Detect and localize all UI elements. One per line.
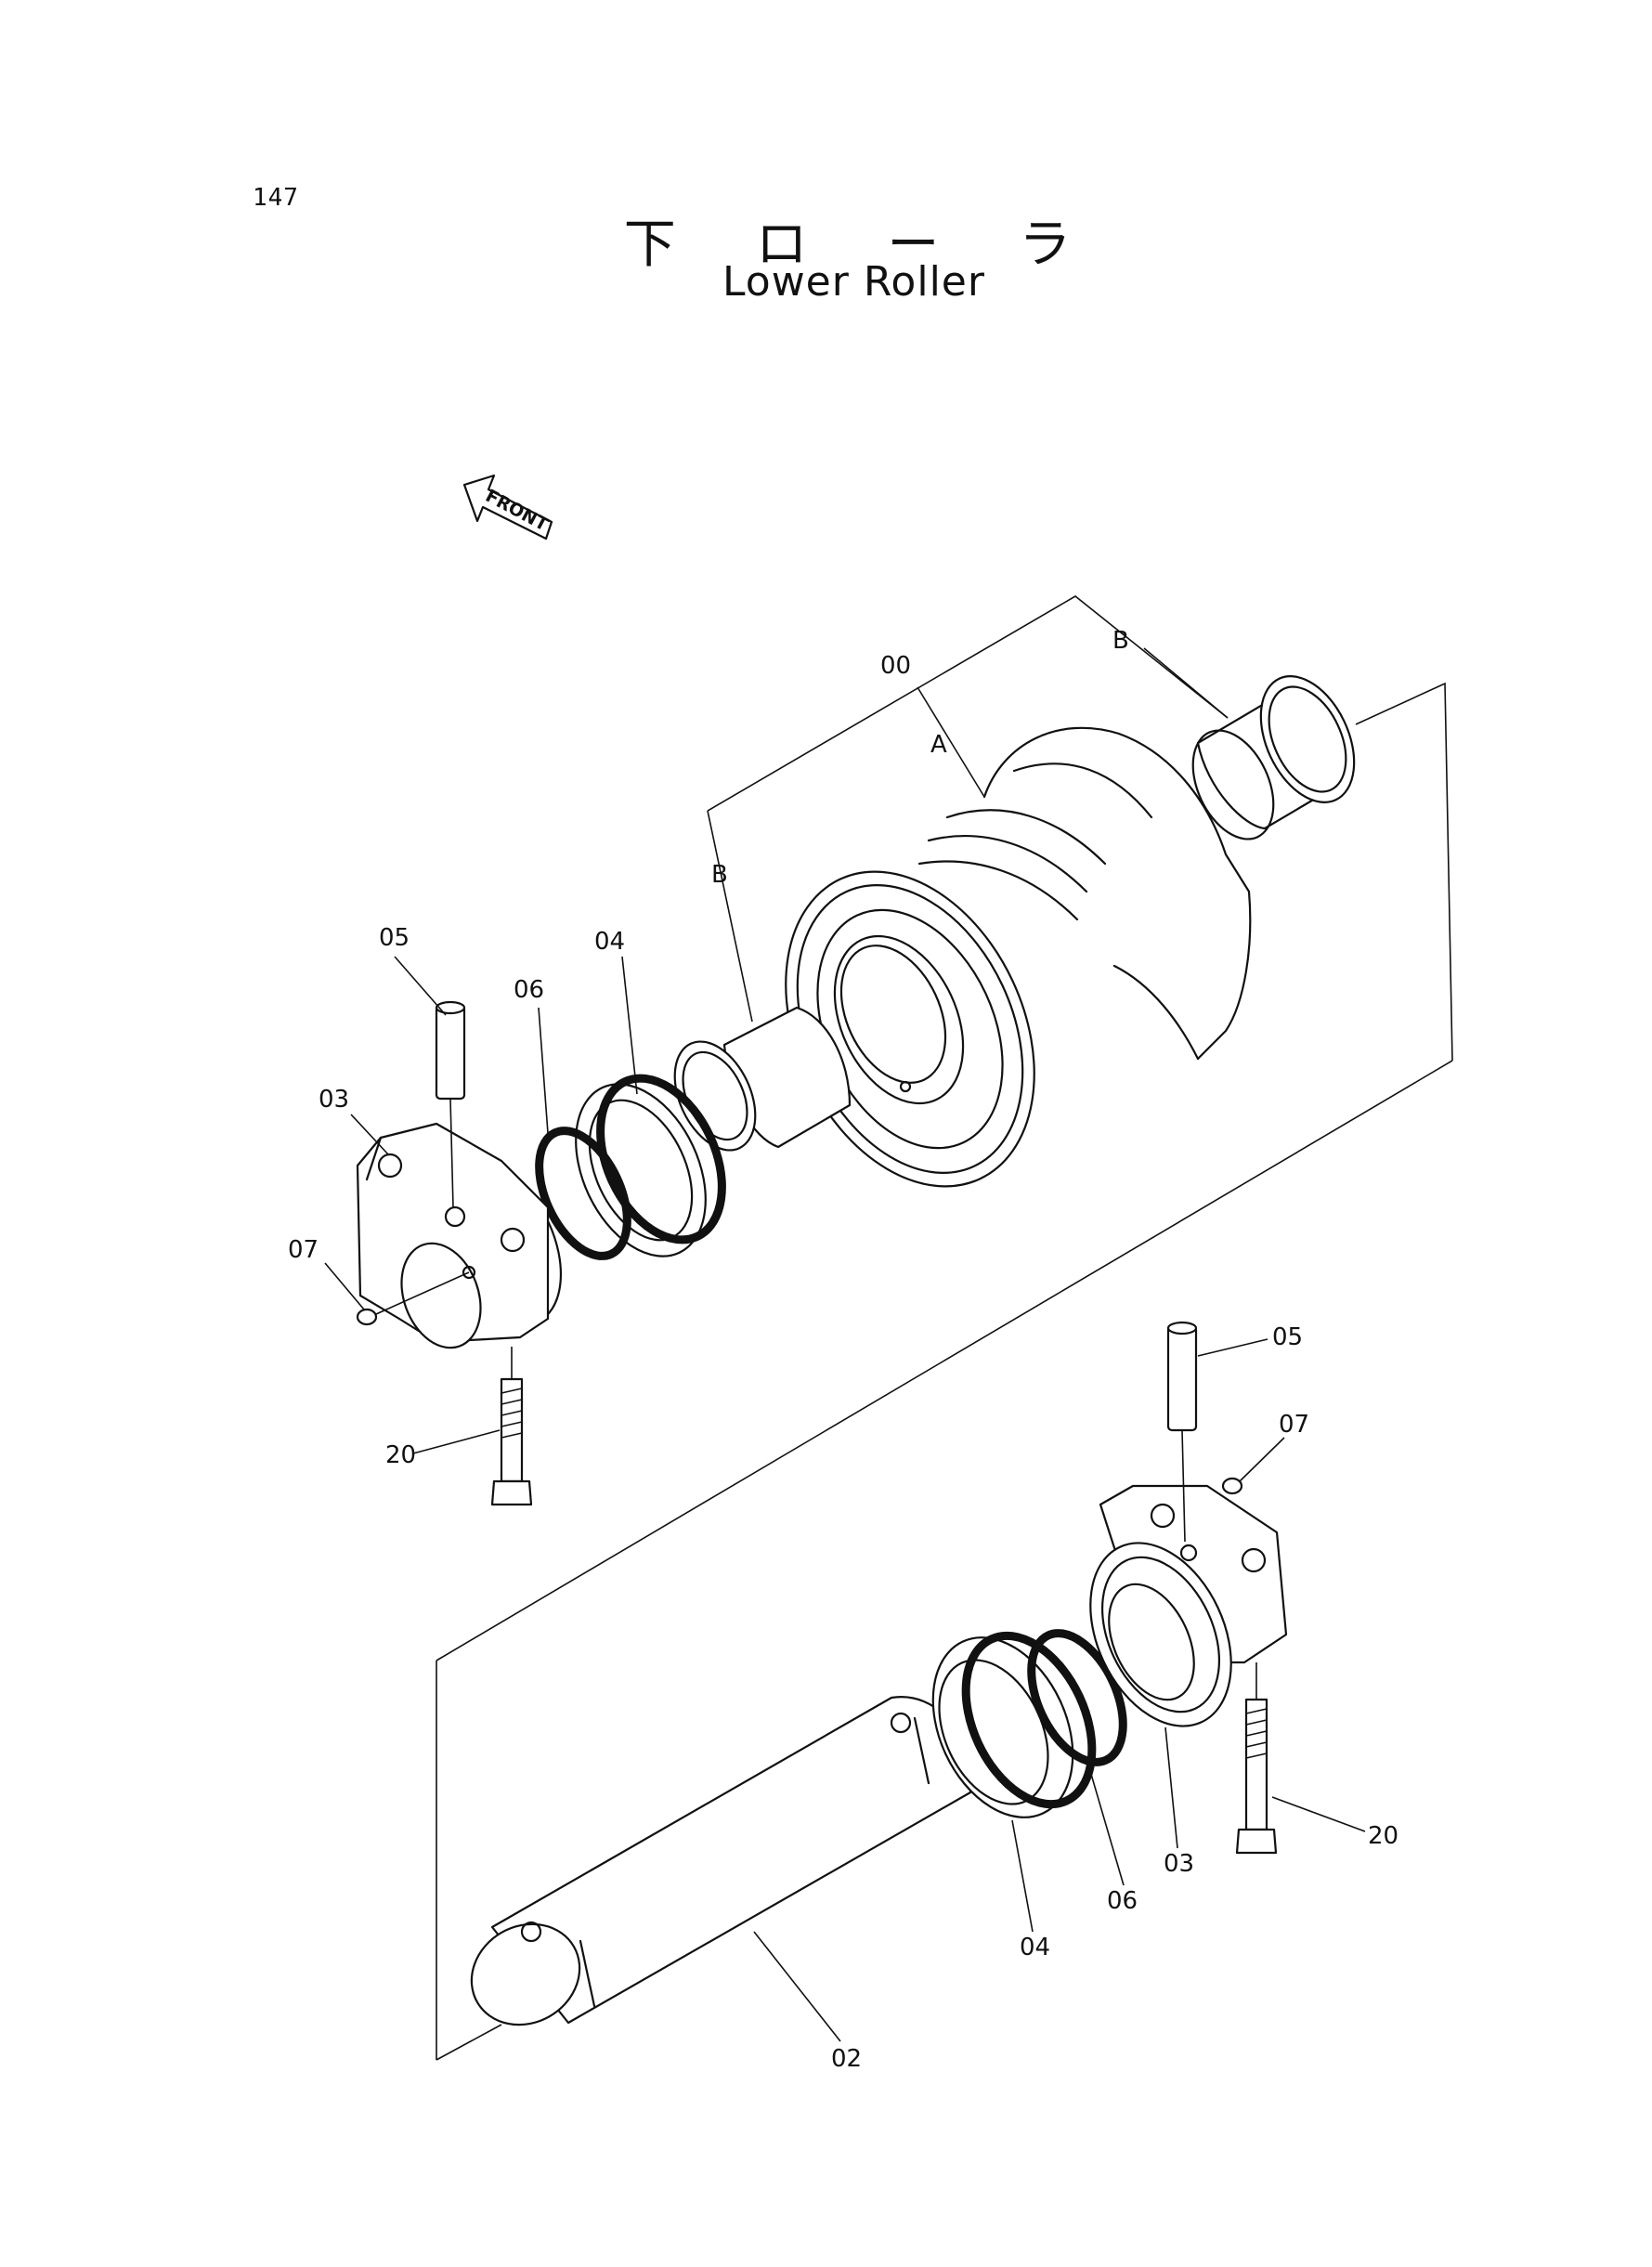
callout-06-lower: 06 (1107, 1887, 1138, 1915)
callout-labels: 00 A B B 05 04 06 03 07 20 05 07 20 03 0… (288, 627, 1398, 2073)
floating-seal-upper (575, 1074, 726, 1257)
bolt-upper (490, 1347, 533, 1506)
assembly-outline (436, 595, 1453, 2061)
shaft (470, 1696, 972, 2026)
callout-00: 00 (880, 652, 911, 680)
callout-06-upper: 06 (514, 976, 544, 1004)
plug-lower (1221, 1477, 1243, 1495)
callout-20-lower: 20 (1368, 1822, 1398, 1850)
callout-20-upper: 20 (385, 1441, 416, 1469)
callout-05-lower: 05 (1272, 1323, 1303, 1351)
callout-05-upper: 05 (379, 924, 410, 952)
callout-03-lower: 03 (1164, 1850, 1194, 1878)
bushing-left (673, 1006, 852, 1152)
lower-roller-body (785, 726, 1252, 1188)
title-english: Lower Roller (722, 258, 985, 306)
callout-B-left: B (711, 861, 728, 889)
callout-A: A (930, 731, 947, 759)
bolt-lower (1235, 1662, 1278, 1855)
callout-03-upper: 03 (319, 1086, 349, 1114)
callout-02: 02 (831, 2045, 862, 2073)
callout-04-lower: 04 (1020, 1934, 1050, 1961)
bushing-right (1191, 675, 1356, 840)
callout-07-upper: 07 (288, 1236, 319, 1264)
callout-04-upper: 04 (594, 928, 625, 956)
o-ring-lower (1027, 1629, 1127, 1766)
page-number: 147 (253, 184, 299, 212)
callout-B-upper: B (1112, 627, 1129, 655)
title-japanese: 下 ロ ー ラ (623, 215, 1103, 275)
o-ring-upper (535, 1127, 631, 1260)
collar-upper (356, 1122, 563, 1349)
collar-lower (1089, 1484, 1288, 1727)
pin-lower (1166, 1321, 1198, 1543)
pin-upper (435, 1000, 466, 1208)
floating-seal-lower (931, 1631, 1097, 1818)
front-arrow-icon: FRONT (462, 474, 553, 541)
callout-07-lower: 07 (1279, 1411, 1309, 1439)
leader-lines (324, 647, 1366, 2042)
plug-upper (356, 1271, 470, 1326)
